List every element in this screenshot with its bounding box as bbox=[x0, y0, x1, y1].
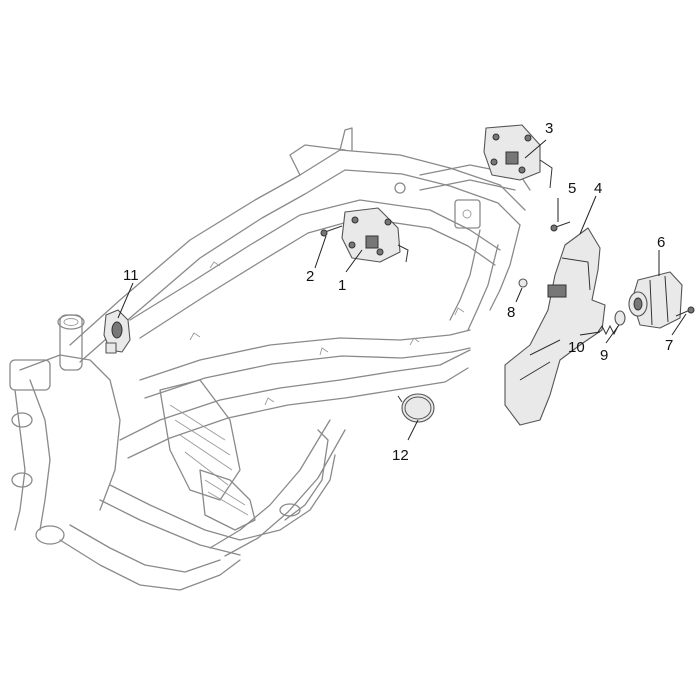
part-6-lock-assembly bbox=[628, 271, 683, 329]
callout-10: 10 bbox=[568, 339, 585, 356]
callout-3: 3 bbox=[545, 120, 553, 137]
callout-12: 12 bbox=[392, 447, 409, 464]
part-3-bracket-plate bbox=[483, 124, 553, 189]
callout-labels: 1 2 3 4 5 6 7 8 9 10 11 12 bbox=[123, 120, 673, 464]
part-11-clamp-bracket bbox=[103, 309, 131, 354]
callout-2: 2 bbox=[306, 268, 314, 285]
part-7-screw bbox=[675, 306, 695, 317]
callout-5: 5 bbox=[568, 180, 576, 197]
callout-11: 11 bbox=[123, 267, 139, 284]
callout-1: 1 bbox=[338, 277, 346, 294]
part-8-nut bbox=[518, 278, 528, 288]
part-2-bolt bbox=[320, 225, 343, 237]
leader-lines bbox=[117, 139, 687, 441]
part-12-hose-clamp bbox=[397, 393, 435, 423]
callout-9: 9 bbox=[600, 347, 608, 364]
callout-6: 6 bbox=[657, 234, 665, 251]
callout-8: 8 bbox=[507, 304, 515, 321]
scooter-frame bbox=[9, 127, 531, 591]
part-10-spring bbox=[597, 324, 619, 336]
part-4-side-cover bbox=[504, 227, 606, 426]
callout-4: 4 bbox=[594, 180, 602, 197]
part-9-spacer bbox=[614, 310, 626, 326]
part-1-bracket-plate bbox=[341, 207, 409, 263]
part-5-screw bbox=[550, 221, 571, 232]
callout-7: 7 bbox=[665, 337, 673, 354]
